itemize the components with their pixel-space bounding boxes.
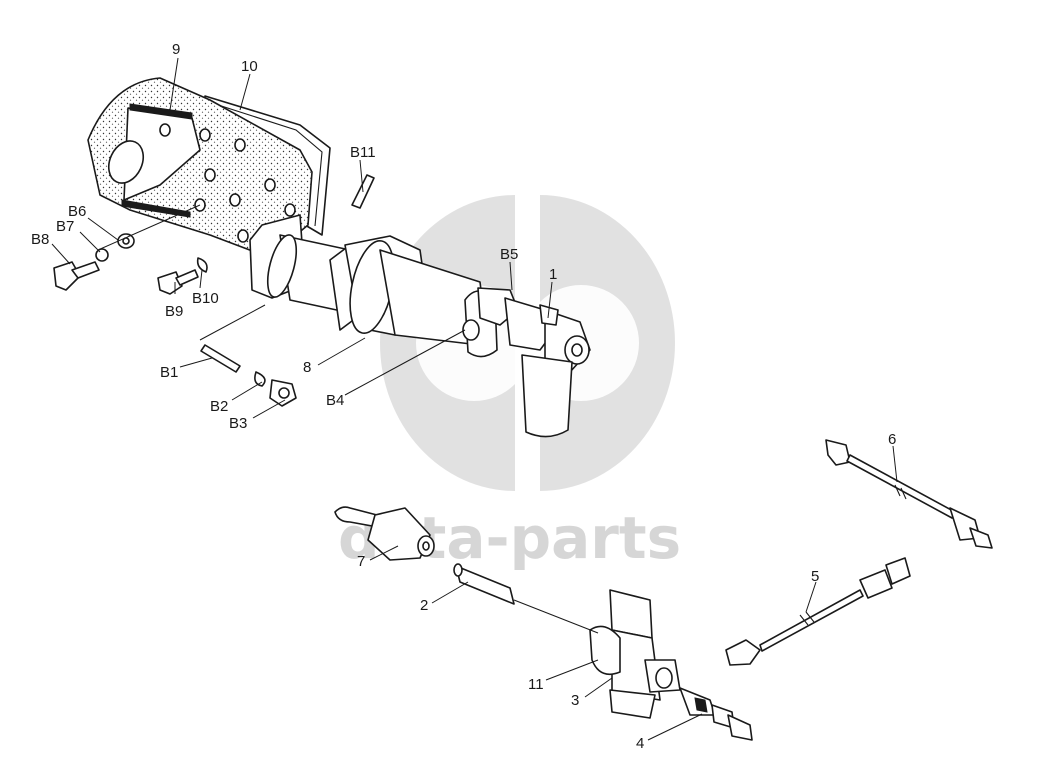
label-4: 4	[636, 735, 644, 752]
label-b1: B1	[160, 364, 178, 381]
filter-body	[249, 214, 591, 438]
label-2: 2	[420, 597, 428, 614]
distributor-tee	[589, 589, 681, 719]
label-5: 5	[811, 568, 819, 585]
label-1: 1	[549, 266, 557, 283]
label-6: 6	[888, 431, 896, 448]
label-3: 3	[571, 692, 579, 709]
watermark-logo	[380, 195, 675, 491]
fitting	[679, 687, 753, 741]
label-b8: B8	[31, 231, 49, 248]
label-b2: B2	[210, 398, 228, 415]
shutoff-valve	[334, 506, 435, 561]
label-b4: B4	[326, 392, 344, 409]
label-7: 7	[357, 553, 365, 570]
label-9: 9	[172, 41, 180, 58]
label-8: 8	[303, 359, 311, 376]
fuel-line-6	[825, 439, 993, 549]
label-b10: B10	[192, 290, 219, 307]
label-b6: B6	[68, 203, 86, 220]
label-10: 10	[241, 58, 258, 75]
leader-lines	[51, 57, 898, 741]
label-b5: B5	[500, 246, 518, 263]
fuel-line-5	[725, 557, 911, 666]
label-b11: B11	[350, 144, 376, 161]
label-b3: B3	[229, 415, 247, 432]
label-b9: B9	[165, 303, 183, 320]
nipple	[453, 563, 515, 605]
mounting-bracket	[87, 77, 313, 253]
label-11: 11	[528, 676, 544, 693]
label-b7: B7	[56, 218, 74, 235]
part-labels: 9 10 B11 B6 B7 B8 B9 B10 B1 B2 B3 8 B4 B…	[31, 41, 896, 752]
